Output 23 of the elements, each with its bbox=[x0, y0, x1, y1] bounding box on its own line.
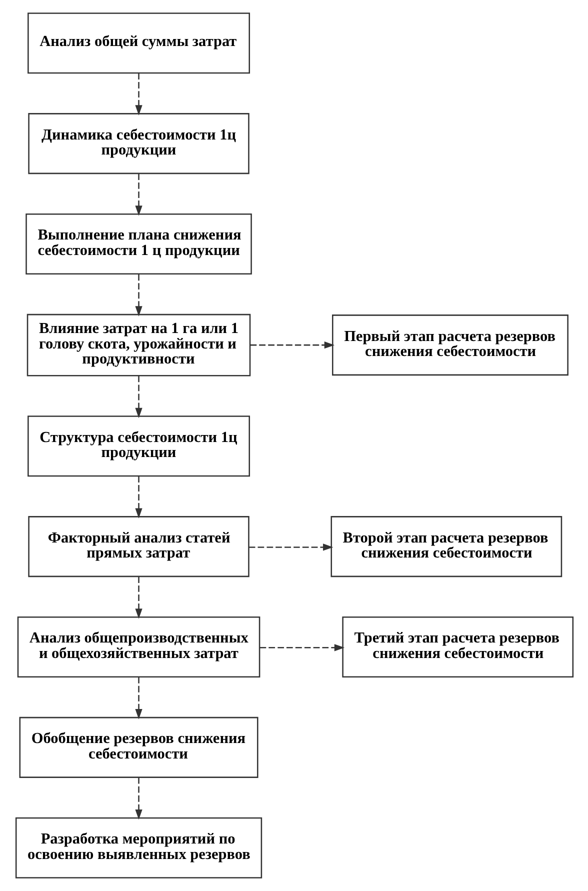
node-box: Анализ общепроизводственных и общехозяйственных затрат bbox=[16, 616, 260, 678]
node-box: Динамика себестоимости 1ц продукции bbox=[28, 113, 249, 174]
node-box: Второй этап расчета резервов снижения себестоимости bbox=[330, 516, 562, 578]
arrow bbox=[134, 778, 142, 820]
arrow bbox=[248, 544, 333, 551]
arrow bbox=[134, 476, 142, 518]
arrow bbox=[250, 342, 334, 349]
arrow bbox=[134, 376, 142, 418]
node-box: Третий этап расчета резервов снижения себестоимости bbox=[342, 616, 574, 678]
node-box: Выполнение плана снижения себестоимости 1 ц продукции bbox=[25, 214, 252, 274]
node-box: Обобщение резервов снижения себестоимости bbox=[18, 716, 258, 778]
arrow bbox=[134, 274, 142, 316]
arrow bbox=[134, 576, 142, 619]
arrow bbox=[134, 174, 142, 216]
node-box: Структура себестоимости 1ц продукции bbox=[27, 416, 250, 477]
node-box: Разработка мероприятий по освоению выявленных резервов bbox=[14, 817, 262, 878]
arrow bbox=[259, 644, 344, 652]
arrow bbox=[134, 677, 142, 720]
node-box: Анализ общей суммы затрат bbox=[27, 12, 250, 74]
node-box: Влияние затрат на 1 га или 1 голову скота, урожайности и продуктивности bbox=[26, 314, 250, 376]
node-box: Факторный анализ статей прямых затрат bbox=[28, 516, 249, 578]
arrow bbox=[134, 73, 142, 116]
node-box: Первый этап расчета резервов снижения себестоимости bbox=[332, 314, 568, 376]
